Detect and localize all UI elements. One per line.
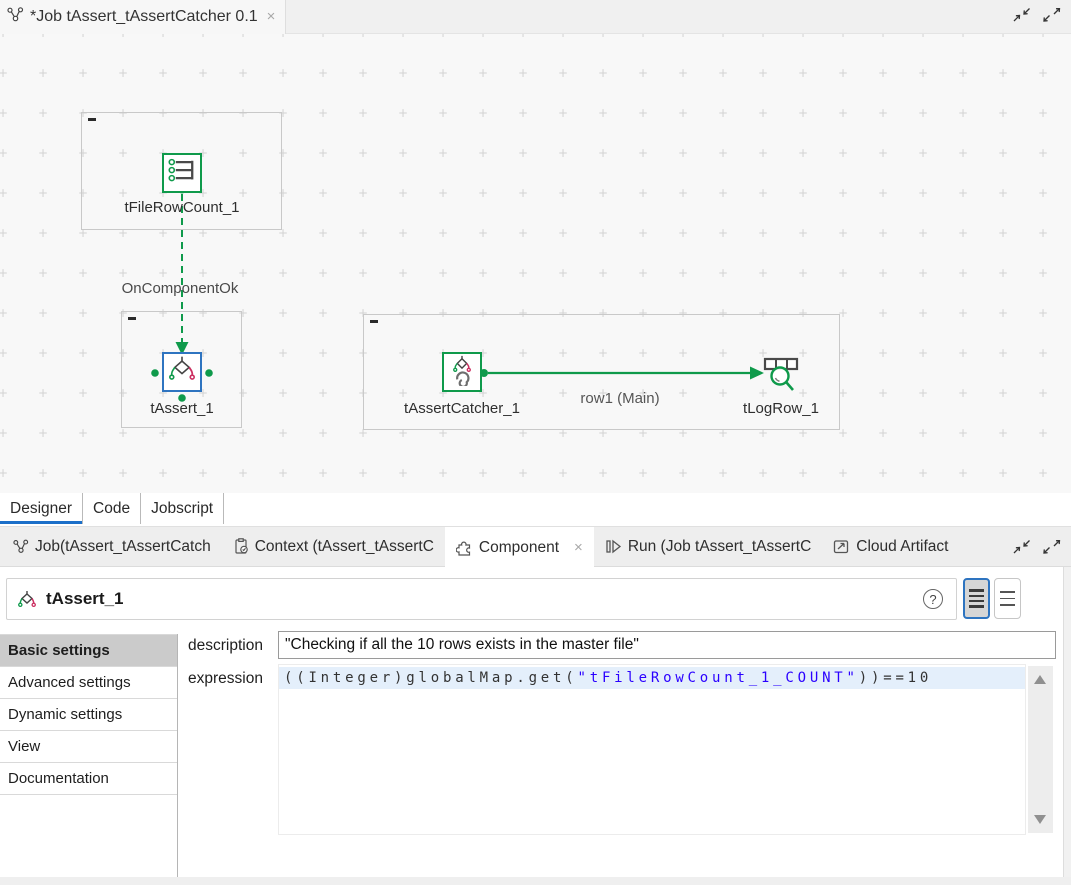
tab-component-label: Component [478, 538, 560, 556]
component-label: tLogRow_1 [743, 400, 819, 417]
menu-divider [177, 634, 178, 877]
component-label: tAssert_1 [150, 400, 214, 417]
subjob-collapse-icon[interactable] [128, 317, 136, 320]
close-icon[interactable]: × [266, 8, 276, 25]
tab-cloud-artifact[interactable]: Cloud Artifact [822, 527, 959, 566]
settings-menu: Basic settings Advanced settings Dynamic… [0, 634, 177, 795]
tab-run-label: Run (Job tAssert_tAssertC [627, 537, 812, 555]
editor-tab-bar: *Job tAssert_tAssertCatcher 0.1 × [0, 0, 1071, 34]
expression-current-line[interactable]: ((Integer)globalMap.get("tFileRowCount_1… [279, 667, 1025, 689]
editor-tab-job[interactable]: *Job tAssert_tAssertCatcher 0.1 × [0, 0, 287, 34]
panel-tab-bar: Job(tAssert_tAssertCatch Context (tAsser… [0, 527, 1071, 568]
help-icon[interactable]: ? [923, 589, 943, 609]
run-icon [605, 538, 622, 555]
component-tlogrow[interactable] [761, 355, 801, 395]
component-settings-panel: tAssert_1 ? Basic settings Advanced sett… [0, 567, 1071, 885]
component-tfilerowcount[interactable] [162, 153, 202, 193]
minimize-icon[interactable] [1013, 8, 1031, 27]
maximize-icon[interactable] [1043, 7, 1061, 27]
assert-icon [17, 589, 37, 609]
log-row-icon [761, 353, 801, 398]
tab-job-label: Job(tAssert_tAssertCatch [35, 537, 211, 555]
menu-item-advanced-settings[interactable]: Advanced settings [0, 667, 177, 699]
connection-label-oncomponentok[interactable]: OnComponentOk [121, 280, 239, 297]
connection-label-row1[interactable]: row1 (Main) [580, 390, 660, 407]
description-input[interactable] [278, 631, 1056, 659]
assert-icon [166, 354, 198, 391]
maximize-icon[interactable] [1043, 539, 1061, 559]
tab-run[interactable]: Run (Job tAssert_tAssertC [594, 527, 822, 566]
view-toggle-compact-button[interactable] [994, 578, 1021, 619]
tab-component[interactable]: Component × [444, 527, 594, 568]
job-icon [7, 7, 24, 27]
close-icon[interactable]: × [574, 538, 583, 556]
subjob-collapse-icon[interactable] [88, 118, 96, 121]
view-toggle-detailed-button[interactable] [963, 578, 990, 619]
component-tassertcatcher[interactable] [442, 352, 482, 392]
menu-item-basic-settings[interactable]: Basic settings [0, 635, 177, 667]
menu-item-dynamic-settings[interactable]: Dynamic settings [0, 699, 177, 731]
component-header: tAssert_1 ? [6, 578, 957, 620]
menu-item-view[interactable]: View [0, 731, 177, 763]
component-label: tAssertCatcher_1 [404, 400, 520, 417]
tab-context[interactable]: Context (tAssert_tAssertC [222, 527, 445, 566]
description-label: description [188, 637, 263, 654]
expression-code-string: "tFileRowCount_1_COUNT" [577, 670, 859, 686]
subjob-collapse-icon[interactable] [370, 320, 378, 323]
editor-tab-title: *Job tAssert_tAssertCatcher 0.1 [30, 8, 258, 25]
expression-code-plain: ((Integer)globalMap.get( [284, 670, 578, 686]
tab-job[interactable]: Job(tAssert_tAssertCatch [2, 527, 222, 566]
context-icon [233, 538, 249, 555]
component-title: tAssert_1 [46, 589, 124, 608]
job-icon [13, 539, 29, 554]
expression-editor[interactable]: ((Integer)globalMap.get("tFileRowCount_1… [278, 664, 1026, 835]
tab-code[interactable]: Code [83, 493, 142, 524]
component-puzzle-icon [455, 539, 473, 556]
assert-catcher-icon [446, 354, 478, 391]
scroll-up-icon[interactable] [1034, 675, 1046, 684]
expression-code-plain: ))==10 [858, 670, 933, 686]
component-tassert[interactable] [162, 352, 202, 392]
tab-jobscript[interactable]: Jobscript [141, 493, 225, 524]
panel-bottom-edge [0, 877, 1071, 885]
menu-item-documentation[interactable]: Documentation [0, 763, 177, 795]
minimize-icon[interactable] [1013, 540, 1031, 559]
tab-designer[interactable]: Designer [0, 493, 84, 524]
scroll-down-icon[interactable] [1034, 815, 1046, 824]
tab-cloud-artifact-label: Cloud Artifact [856, 537, 949, 555]
expression-label: expression [188, 670, 263, 687]
job-design-canvas[interactable]: ++++++++++++++++++++++++++++++++++++++++… [0, 34, 1071, 493]
tab-context-label: Context (tAssert_tAssertC [254, 537, 434, 555]
cloud-artifact-icon [833, 538, 850, 555]
view-tab-bar: Designer Code Jobscript [0, 493, 1071, 527]
panel-right-edge [1063, 567, 1071, 877]
component-label: tFileRowCount_1 [124, 199, 240, 216]
expression-scrollbar[interactable] [1028, 666, 1053, 833]
subjob-tassertcatcher [363, 314, 840, 430]
file-row-count-icon [166, 155, 198, 192]
